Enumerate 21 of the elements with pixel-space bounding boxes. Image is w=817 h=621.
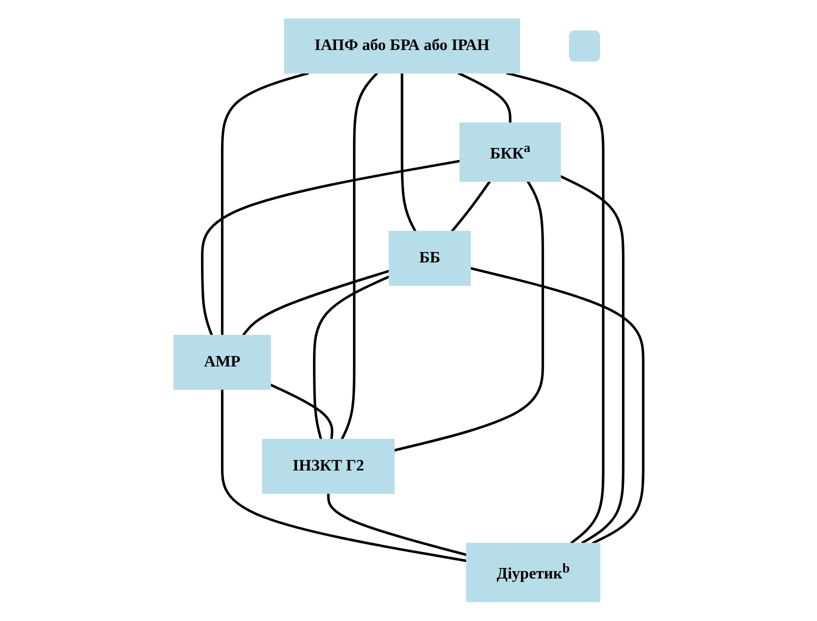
node-box: ІАПФ або БРА або ІРАН: [284, 18, 520, 74]
connector: [400, 73, 416, 232]
node-box: ІНЗКТ Г2: [262, 439, 395, 494]
connector: [200, 160, 460, 336]
node-box: Діуретик$^{b}$: [466, 542, 600, 602]
connector: [506, 72, 604, 544]
connector: [220, 390, 467, 562]
connector: [394, 180, 544, 452]
connector: [450, 180, 491, 232]
connector: [220, 72, 309, 336]
connector: [470, 267, 644, 545]
connector: [270, 384, 334, 440]
node-box: АМР: [173, 335, 271, 390]
connector: [327, 493, 467, 556]
connector: [560, 175, 624, 545]
node-box: БКК$^{a}$: [459, 122, 561, 182]
node-box: ББ: [388, 231, 471, 286]
connector: [312, 276, 390, 440]
connector: [242, 270, 390, 336]
connector: [340, 72, 378, 440]
connector: [458, 72, 512, 124]
